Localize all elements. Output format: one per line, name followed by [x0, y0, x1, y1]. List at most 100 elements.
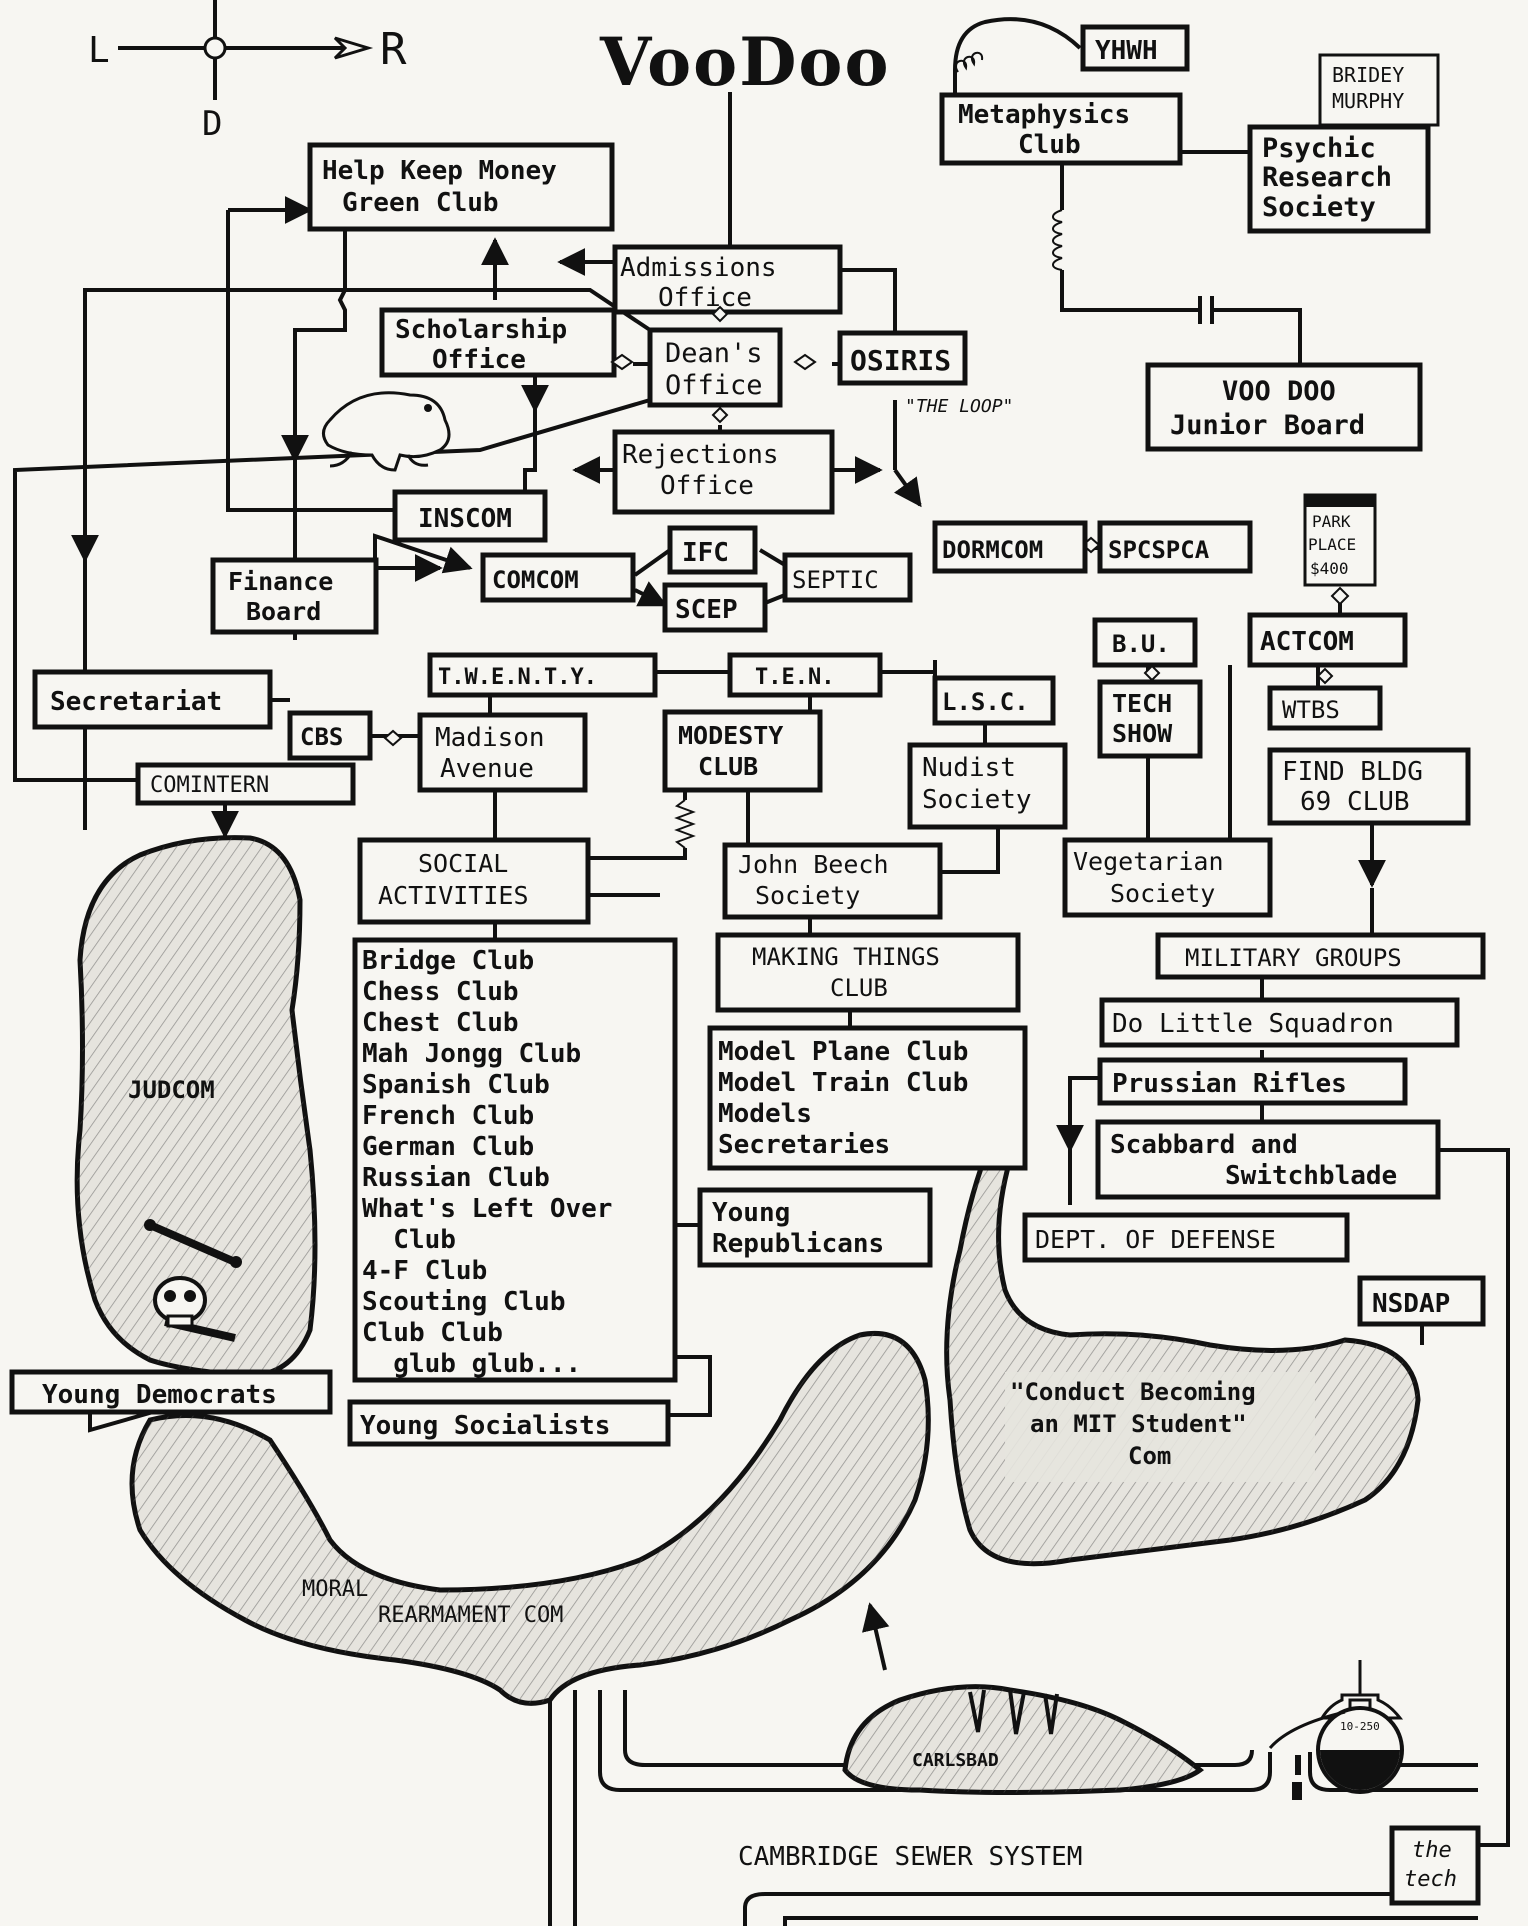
- find-bldg-box-label: FIND BLDG: [1282, 757, 1423, 787]
- moral-rearmament-label-2: REARMAMENT COM: [378, 1603, 563, 1628]
- making-things-box-label: MAKING THINGS: [752, 943, 940, 971]
- clubs-list-item: Bridge Club: [362, 946, 534, 976]
- scholarship-office-box-label: Office: [432, 345, 526, 375]
- voodoo-title: VooDoo: [599, 23, 890, 101]
- psychic-research-box-label: Research: [1262, 162, 1392, 193]
- lsc-box-label: L.S.C.: [942, 688, 1029, 716]
- conduct-becoming-label-1: "Conduct Becoming: [1010, 1378, 1256, 1406]
- lsc-box: L.S.C.: [932, 675, 1056, 726]
- john-beech-box-label: John Beech: [738, 850, 889, 879]
- judcom-blob: JUDCOM: [74, 835, 318, 1378]
- bu-box: B.U.: [1092, 617, 1198, 668]
- cbs-box-label: CBS: [300, 723, 343, 751]
- secretariat-box: Secretariat: [32, 669, 273, 730]
- tech-show-box: TECH SHOW: [1097, 679, 1203, 759]
- do-little-squadron-box: Do Little Squadron: [1099, 997, 1460, 1048]
- modesty-club-box-label: CLUB: [698, 752, 758, 781]
- models-list-item: Model Train Club: [718, 1068, 968, 1098]
- military-groups-box: MILITARY GROUPS: [1155, 932, 1486, 980]
- prussian-rifles-box-label: Prussian Rifles: [1112, 1069, 1347, 1099]
- compass-left-label: L: [88, 30, 110, 71]
- scep-box: SCEP: [662, 582, 768, 633]
- clubs-list-item: German Club: [362, 1132, 534, 1162]
- park-place-card-label: $400: [1310, 559, 1349, 578]
- admissions-office-box-label: Admissions: [620, 253, 777, 283]
- clubs-list-item: What's Left Over: [362, 1194, 612, 1224]
- modesty-club-box: MODESTY CLUB: [662, 709, 823, 793]
- park-place-card-label: PARK: [1312, 512, 1351, 531]
- psychic-research-box-label: Society: [1262, 192, 1376, 223]
- connector-lines: [13, 17, 1510, 1847]
- nudist-society-box-label: Society: [922, 785, 1032, 815]
- modesty-club-box-label: MODESTY: [678, 721, 783, 750]
- john-beech-box-label: Society: [755, 881, 860, 910]
- scholarship-office-box-label: Scholarship: [395, 315, 567, 345]
- clubs-list-item: Club Club: [362, 1318, 503, 1348]
- skull-crossbones-icon: [144, 1219, 242, 1342]
- help-keep-money-box: Help Keep Money Green Club: [307, 142, 615, 232]
- conduct-becoming-blob: "Conduct Becoming an MIT Student" Com: [944, 1107, 1421, 1567]
- rejections-office-box-label: Office: [660, 471, 754, 501]
- dept-defense-box: DEPT. OF DEFENSE: [1022, 1212, 1350, 1263]
- social-activities-box: SOCIAL ACTIVITIES: [357, 837, 591, 925]
- finance-board-box-label: Finance: [228, 567, 333, 596]
- compass: L R D: [88, 0, 407, 144]
- clubs-list-item: Chest Club: [362, 1008, 519, 1038]
- sewer-label: CAMBRIDGE SEWER SYSTEM: [738, 1842, 1082, 1872]
- nudist-society-box: Nudist Society: [907, 742, 1068, 830]
- septic-box-label: SEPTIC: [792, 566, 879, 594]
- comintern-box: COMINTERN: [135, 762, 356, 806]
- young-republicans-box: Young Republicans: [697, 1187, 933, 1268]
- psychic-research-box: Psychic Research Society: [1247, 124, 1431, 234]
- clubs-list-item: 4-F Club: [362, 1256, 487, 1286]
- ten-box-label: T.E.N.: [755, 665, 834, 690]
- carlsbad-label: CARLSBAD: [912, 1750, 999, 1771]
- compass-down-label: D: [202, 104, 222, 144]
- vegetarian-society-box-label: Vegetarian: [1073, 847, 1224, 876]
- psychic-research-box-label: Psychic: [1262, 133, 1376, 164]
- do-little-squadron-box-label: Do Little Squadron: [1112, 1009, 1394, 1039]
- young-socialists-box: Young Socialists: [347, 1399, 671, 1447]
- clubs-list-box: Bridge Club Chess Club Chest Club Mah Jo…: [352, 937, 678, 1383]
- spcspca-box-label: SPCSPCA: [1108, 536, 1210, 564]
- tech-show-box-label: TECH: [1112, 689, 1172, 718]
- models-list-item: Models: [718, 1099, 812, 1129]
- yhwh-box-label: YHWH: [1095, 36, 1158, 66]
- carlsbad-blob: CARLSBAD: [842, 1684, 1205, 1795]
- scabbard-switchblade-box-label: Scabbard and: [1110, 1130, 1298, 1160]
- dept-defense-box-label: DEPT. OF DEFENSE: [1035, 1225, 1276, 1254]
- scabbard-switchblade-box: Scabbard and Switchblade: [1095, 1119, 1441, 1200]
- dormcom-box: DORMCOM: [932, 520, 1088, 574]
- voodoo-junior-board-box-label: VOO DOO: [1222, 376, 1336, 407]
- social-activities-box-label: ACTIVITIES: [378, 881, 529, 910]
- frog-icon: [322, 391, 451, 472]
- the-tech-box: the tech: [1389, 1825, 1481, 1906]
- finance-board-box: Finance Board: [210, 557, 379, 635]
- ifc-box-label: IFC: [682, 538, 729, 568]
- clubs-list-item: French Club: [362, 1101, 534, 1131]
- inscom-box-label: INSCOM: [418, 504, 512, 534]
- rejections-office-box-label: Rejections: [622, 440, 779, 470]
- the-loop-label: "THE LOOP": [905, 396, 1013, 417]
- clubs-list-item: Russian Club: [362, 1163, 550, 1193]
- metaphysics-club-box-label: Metaphysics: [958, 100, 1130, 130]
- clubs-list-item: Chess Club: [362, 977, 519, 1007]
- dormcom-box-label: DORMCOM: [942, 536, 1043, 564]
- admissions-office-box-label: Office: [658, 283, 752, 313]
- clubs-list-item: Spanish Club: [362, 1070, 550, 1100]
- models-list-item: Secretaries: [718, 1130, 890, 1160]
- nsdap-box: NSDAP: [1357, 1275, 1486, 1327]
- bridey-murphy-box: BRIDEY MURPHY: [1318, 53, 1440, 127]
- find-bldg-box: FIND BLDG 69 CLUB: [1267, 747, 1471, 826]
- sewer-pipes: [548, 1690, 1478, 1926]
- flask-label: 10-250: [1340, 1720, 1380, 1733]
- bridey-murphy-box-label: BRIDEY: [1332, 63, 1404, 87]
- young-democrats-box: Young Democrats: [9, 1369, 333, 1415]
- actcom-box: ACTCOM: [1247, 612, 1408, 668]
- osiris-box: OSIRIS: [837, 330, 968, 386]
- vegetarian-society-box-label: Society: [1110, 879, 1215, 908]
- spcspca-box: SPCSPCA: [1097, 520, 1253, 574]
- john-beech-box: John Beech Society: [722, 842, 943, 920]
- admissions-office-box: Admissions Office: [612, 244, 843, 315]
- clubs-list-item: Scouting Club: [362, 1287, 566, 1317]
